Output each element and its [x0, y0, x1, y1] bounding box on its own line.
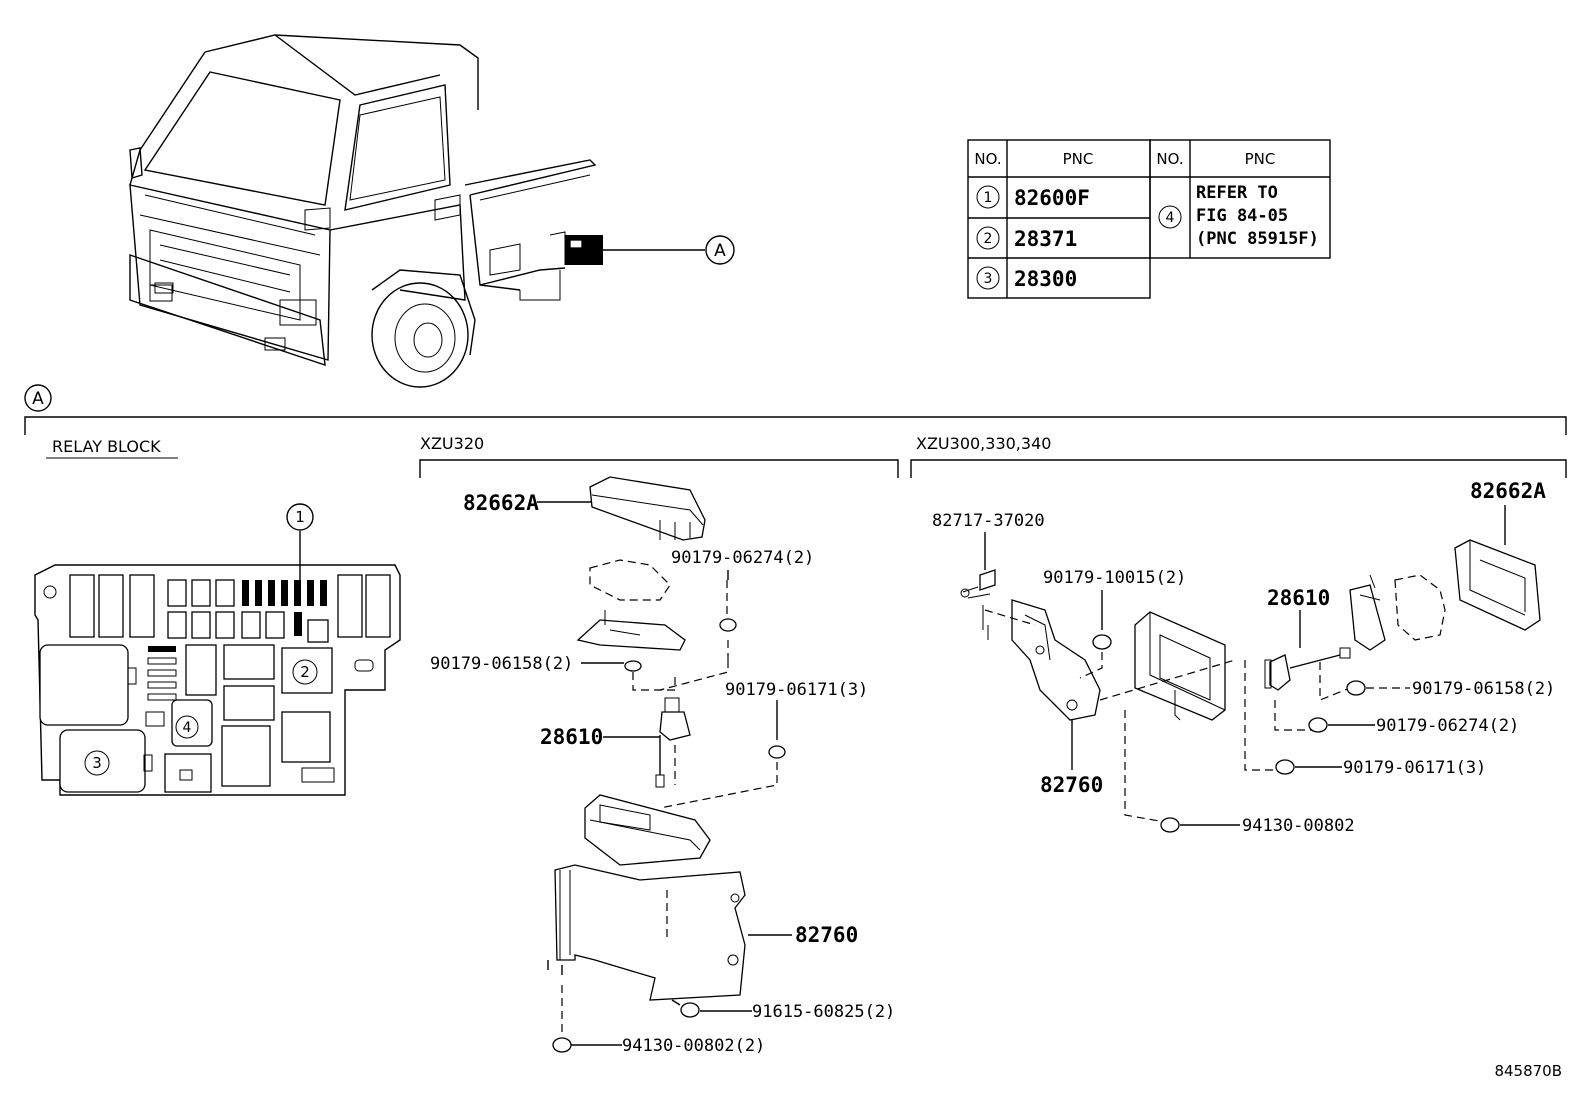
label-90179-10015: 90179-10015(2)	[1043, 568, 1186, 588]
callout-4: 4	[183, 720, 192, 736]
label-82717-37020: 82717-37020	[932, 511, 1045, 531]
label-28610-left: 28610	[540, 725, 603, 749]
relay-block: 1 2 4 3	[34, 503, 401, 796]
label-90179-06274-left: 90179-06274(2)	[671, 548, 814, 568]
view-marker-a: A	[32, 389, 44, 409]
view-marker-a-top: A	[714, 241, 726, 261]
table-header-pnc-2: PNC	[1245, 150, 1276, 168]
xzu300-assembly: 82717-37020 82760 90179-10015(2) 94130-0…	[932, 479, 1555, 836]
section-brackets: A RELAY BLOCK XZU320 XZU300,330,340	[24, 384, 1567, 478]
callout-1: 1	[295, 508, 305, 526]
truck-illustration: A	[129, 34, 735, 388]
table-header-pnc-1: PNC	[1063, 150, 1094, 168]
table-header-no-1: NO.	[974, 150, 1001, 168]
table-row-1-pnc: 82600F	[1014, 186, 1090, 210]
label-82760-right: 82760	[1040, 773, 1103, 797]
pnc-table: NO. PNC NO. PNC 1 82600F 2 28371 3 28300…	[967, 139, 1331, 299]
label-90179-06171-right: 90179-06171(3)	[1343, 758, 1486, 778]
xzu320-assembly: 82662A 90179-06274(2) 90179-06158(2) 286…	[430, 476, 895, 1056]
label-90179-06158-left: 90179-06158(2)	[430, 654, 573, 674]
table-ref-line-2: FIG 84-05	[1196, 206, 1288, 226]
table-header-no-2: NO.	[1156, 150, 1183, 168]
table-ref-line-1: REFER TO	[1196, 183, 1278, 203]
label-94130-00802-right: 94130-00802	[1242, 816, 1355, 836]
label-90179-06171-left: 90179-06171(3)	[725, 680, 868, 700]
xzu320-label: XZU320	[420, 434, 484, 453]
label-91615-60825-left: 91615-60825(2)	[752, 1002, 895, 1022]
label-82662a-right: 82662A	[1470, 479, 1546, 503]
label-82760-left: 82760	[795, 923, 858, 947]
table-row-2-pnc: 28371	[1014, 227, 1077, 251]
label-94130-00802-left: 94130-00802(2)	[622, 1036, 765, 1056]
xzu300-label: XZU300,330,340	[916, 434, 1051, 453]
label-28610-right: 28610	[1267, 586, 1330, 610]
callout-3: 3	[92, 754, 102, 772]
table-row-1-no: 1	[984, 190, 993, 206]
label-90179-06274-right: 90179-06274(2)	[1376, 716, 1519, 736]
table-row-3-pnc: 28300	[1014, 267, 1077, 291]
relay-block-label: RELAY BLOCK	[52, 437, 161, 456]
table-row-2-no: 2	[984, 231, 993, 247]
label-90179-06158-right: 90179-06158(2)	[1412, 679, 1555, 699]
table-ref-line-3: (PNC 85915F)	[1196, 229, 1319, 249]
figure-id: 845870B	[1494, 1062, 1562, 1080]
table-row-3-no: 3	[984, 271, 993, 287]
table-ref-no: 4	[1166, 210, 1175, 226]
callout-2: 2	[300, 663, 310, 681]
label-82662a-left: 82662A	[463, 491, 539, 515]
